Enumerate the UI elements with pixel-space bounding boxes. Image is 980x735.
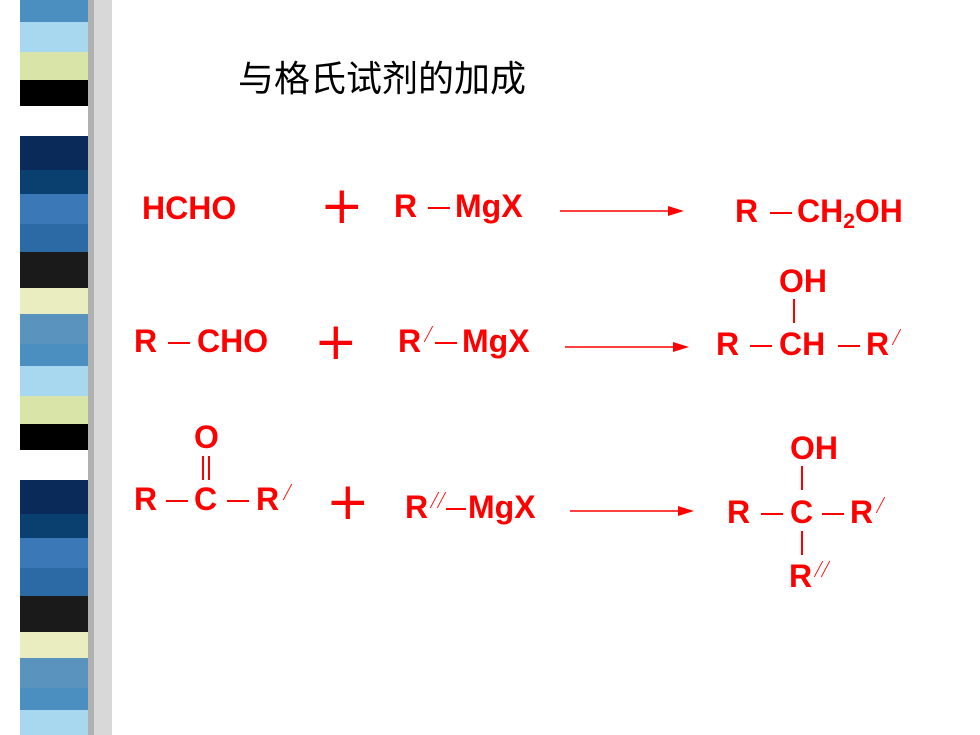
double-bond-right: [208, 456, 210, 480]
product-ch: CH: [779, 326, 826, 362]
product-r: R: [735, 193, 759, 229]
single-bond: [822, 513, 844, 515]
oh-label: OH: [854, 193, 903, 229]
product-r-prime: R: [850, 494, 874, 530]
single-bond: [838, 345, 860, 347]
product-oh: OH: [790, 430, 838, 466]
stripe-band: [18, 480, 88, 514]
single-bond: [166, 500, 188, 502]
stripe-band: [18, 194, 88, 224]
single-bond: [770, 212, 792, 214]
stripe-band: [18, 314, 88, 344]
reagent-mgx: MgX: [462, 323, 530, 359]
double-bond-left: [202, 456, 204, 480]
stripe-band: [18, 424, 88, 450]
product-r: R: [727, 494, 751, 530]
stripe-band: [18, 106, 88, 136]
product-r-prime: R: [866, 326, 890, 362]
formaldehyde: HCHO: [142, 190, 237, 226]
stripe-band: [18, 450, 88, 480]
reagent-r-double-prime: R: [405, 489, 429, 525]
stripe-band: [18, 366, 88, 396]
reagent-r: R: [394, 188, 418, 224]
reagent-r-prime: R: [398, 323, 422, 359]
stripe-band: [18, 288, 88, 314]
plus-sign: +: [326, 472, 370, 532]
stripe-band: [18, 22, 88, 52]
ketone-o: O: [194, 419, 219, 455]
stripe-band: [18, 514, 88, 538]
product-c: C: [790, 494, 814, 530]
prime-mark: [423, 326, 434, 342]
stripe-band: [18, 396, 88, 424]
product-ch2oh: CH2OH: [797, 193, 903, 232]
reagent-mgx: MgX: [468, 489, 536, 525]
single-bond: [428, 207, 450, 209]
reagent-mgx: MgX: [455, 188, 523, 224]
vertical-bond: [793, 299, 795, 323]
ch-label: CH: [797, 193, 844, 229]
product-r: R: [716, 326, 740, 362]
single-bond: [761, 513, 783, 515]
stripe-band: [18, 344, 88, 366]
stripe-band: [18, 0, 88, 22]
prime-mark: [891, 329, 902, 345]
prime-mark: [282, 484, 293, 500]
vertical-bond: [801, 466, 803, 490]
stripe-band: [18, 170, 88, 194]
reaction-arrow: [560, 206, 684, 216]
vertical-bond: [801, 531, 803, 555]
single-bond: [168, 342, 190, 344]
single-bond: [227, 500, 249, 502]
aldehyde-r: R: [134, 323, 158, 359]
prime-mark: [820, 561, 831, 577]
stripe-band: [18, 252, 88, 288]
single-bond: [435, 342, 457, 344]
ketone-r-prime: R: [256, 481, 280, 517]
stripe-band: [18, 596, 88, 632]
single-bond: [750, 345, 772, 347]
stripe-band: [18, 80, 88, 106]
stripe-band: [18, 658, 88, 688]
stripe-band: [18, 52, 88, 80]
product-r-double-prime: R: [789, 558, 813, 594]
prime-mark: [436, 492, 447, 508]
ketone-r: R: [134, 481, 158, 517]
subscript-2: 2: [843, 210, 855, 233]
plus-sign: +: [320, 176, 364, 236]
stripe-band: [18, 632, 88, 658]
reaction-arrow: [570, 506, 694, 516]
prime-mark: [875, 497, 886, 513]
aldehyde-cho: CHO: [197, 323, 269, 359]
plus-sign: +: [314, 312, 358, 372]
slide-title: 与格氏试剂的加成: [238, 59, 527, 100]
decorative-stripe: [0, 0, 112, 735]
stripe-band: [18, 224, 88, 252]
stripe-band: [18, 688, 88, 710]
reaction-arrow: [565, 342, 689, 352]
product-oh: OH: [779, 263, 827, 299]
stripe-band: [18, 538, 88, 568]
single-bond: [446, 508, 466, 510]
stripe-band: [18, 710, 88, 735]
stripe-band: [18, 568, 88, 596]
stripe-band: [18, 136, 88, 170]
ketone-c: C: [194, 481, 218, 517]
